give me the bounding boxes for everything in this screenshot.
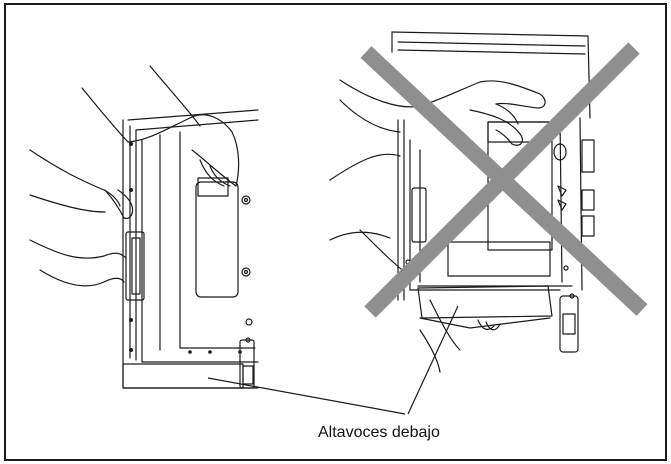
correct-handling-panel (29, 65, 259, 389)
prohibited-cross-icon (360, 42, 648, 318)
speakers-caption: Altavoces debajo (318, 424, 440, 441)
caption-leader-lines (207, 305, 459, 415)
incorrect-handling-panel (329, 31, 595, 373)
figure-border (4, 3, 667, 461)
hands-left (29, 65, 240, 287)
tv-back-right (391, 31, 595, 353)
